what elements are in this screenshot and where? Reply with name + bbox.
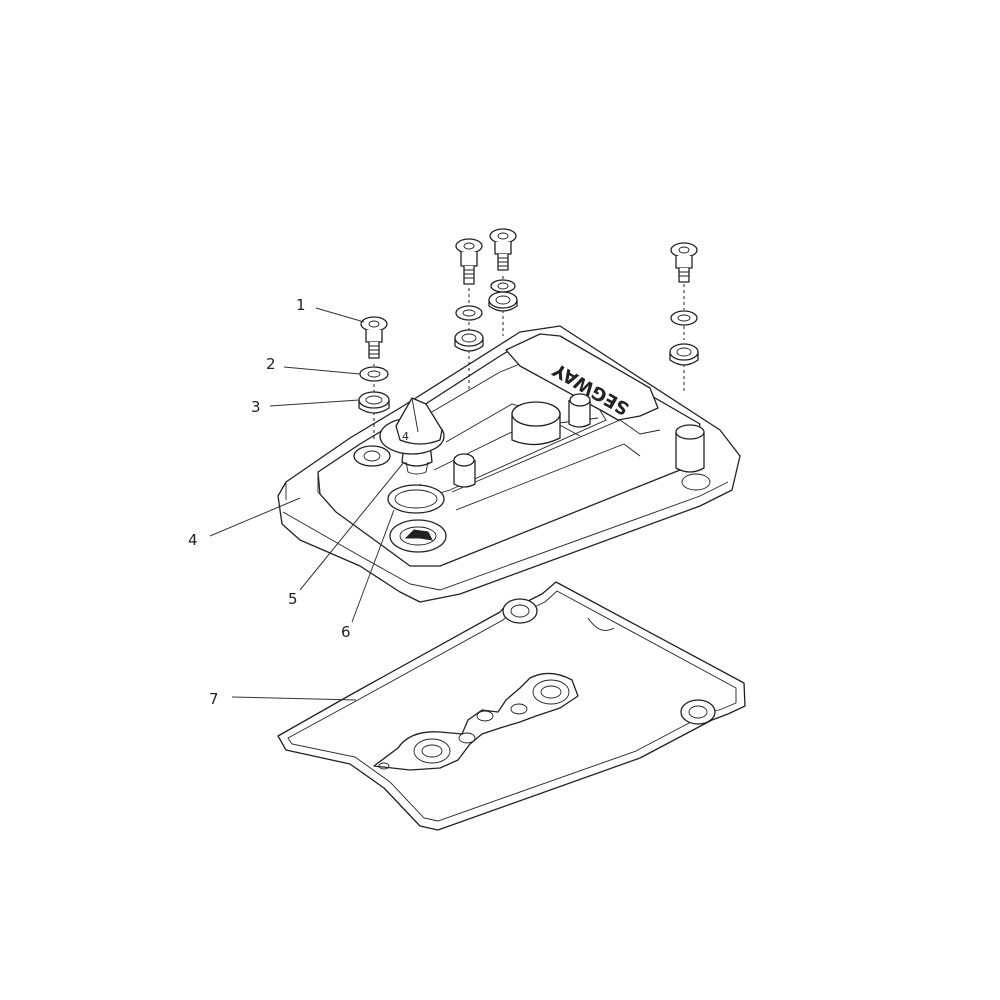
valve-cover-central-boss — [511, 401, 561, 446]
oil-filler-cap: 4 — [379, 397, 445, 475]
valve-cover: SEGWAY — [277, 325, 741, 603]
valve-cover-bolt-pillar-rear — [675, 424, 711, 491]
leader-4 — [209, 497, 301, 537]
valve-cover-gasket — [277, 581, 746, 831]
bolt-stack-rear — [669, 242, 699, 392]
rubber-grommet — [358, 391, 390, 414]
filler-o-ring — [387, 484, 445, 514]
flat-washer — [359, 366, 389, 382]
valve-cover-small-boss-front — [453, 453, 476, 488]
callout-7: 7 — [209, 690, 219, 708]
leader-lines — [209, 307, 405, 701]
leader-2 — [283, 366, 361, 375]
gasket-bolt-eye-rear — [680, 699, 716, 725]
callout-labels: 1 2 3 4 5 6 7 — [188, 296, 351, 708]
callout-4: 4 — [188, 531, 198, 549]
gasket-bolt-eye-front — [502, 598, 538, 624]
gasket-center-seal — [373, 672, 579, 771]
callout-1: 1 — [296, 296, 306, 314]
callout-3: 3 — [251, 398, 261, 416]
bolt-stack-center-right — [488, 228, 518, 336]
callout-2: 2 — [266, 355, 276, 373]
valve-cover-filler-neck — [389, 519, 447, 553]
valve-cover-bolt-pillar-front — [353, 445, 391, 467]
callout-6: 6 — [341, 623, 351, 641]
valve-cover-small-boss-rear — [568, 393, 591, 428]
leader-1 — [315, 307, 365, 323]
bolt-stack-front — [358, 316, 390, 440]
cap-marking: 4 — [402, 430, 409, 443]
cover-bolt — [360, 316, 388, 359]
callout-5: 5 — [288, 590, 298, 608]
leader-3 — [269, 399, 360, 407]
leader-6 — [351, 509, 395, 623]
bolt-stack-center-left — [454, 238, 484, 392]
leader-7 — [231, 696, 357, 701]
leader-5 — [299, 461, 405, 591]
